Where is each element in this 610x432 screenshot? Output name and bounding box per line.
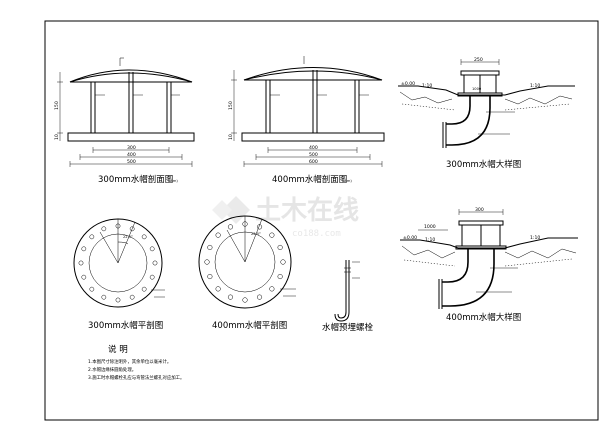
- bolt-hole: [141, 286, 147, 292]
- d400-title: 400mm水帽大样图: [446, 312, 521, 323]
- d300-dim-left: 1000: [472, 87, 482, 91]
- s400-dim-base: 10: [228, 134, 234, 140]
- bolt-hole: [256, 294, 263, 300]
- bolt-hole: [269, 232, 275, 238]
- d400-dim-top: 300: [475, 207, 484, 213]
- watermark-site: co188.com: [292, 229, 341, 239]
- section-400-view: 150 10 400 500 600 400mm水帽剖面图 (mm): [228, 56, 385, 185]
- drawing-border: [44, 20, 599, 421]
- notes-block: 说 明 1.本图尺寸除注明外，其余单位以毫米计。 2.水帽边缘抹圆角处理。 3.…: [88, 344, 184, 381]
- watermark-logo-icon: [212, 196, 250, 224]
- s300-title-unit: (mm): [168, 179, 178, 183]
- bolt-hole: [269, 286, 275, 292]
- bolt-hole: [277, 244, 283, 251]
- s300-dim-mid: 400: [127, 152, 136, 158]
- bolt-hole: [149, 274, 155, 280]
- p300-angle: 22.5°: [123, 235, 133, 239]
- bolt-hole: [152, 260, 158, 266]
- d300-flange: [457, 92, 503, 97]
- s300-title: 300mm水帽剖面图: [98, 174, 173, 185]
- d300-elbow-outer: [446, 96, 491, 146]
- s300-cap-top: [69, 69, 193, 83]
- bolt-hole: [207, 244, 213, 251]
- d400-slope-left: 1:10: [425, 237, 435, 243]
- d400-elev: ±0.00: [403, 235, 417, 241]
- bolt-hole: [207, 273, 213, 280]
- notes-heading: 说 明: [108, 344, 128, 355]
- bolt-hole: [115, 297, 121, 303]
- bolt-hole: [149, 246, 155, 252]
- s400-dim-height: 150: [228, 101, 234, 110]
- d300-ground-line: [398, 85, 575, 96]
- bolt-hole: [242, 221, 248, 227]
- d300-title: 300mm水帽大样图: [446, 159, 521, 170]
- s300-cap-under: [69, 72, 193, 83]
- bolt-hole: [242, 297, 248, 303]
- note-item-2: 2.水帽边缘抹圆角处理。: [88, 366, 136, 373]
- s400-base-plate: [241, 132, 385, 142]
- bolt-hole: [204, 259, 210, 265]
- bolt-hole: [115, 223, 121, 229]
- s400-title-unit: (mm): [342, 179, 352, 183]
- bolt-hole: [215, 286, 221, 292]
- bolt-hole: [101, 226, 107, 232]
- plan-300-view: 22.5° 300mm水帽平剖图: [73, 218, 165, 331]
- s400-dim-inner: 400: [309, 145, 318, 151]
- bolt-title: 水帽预埋螺栓: [322, 322, 374, 333]
- bolt-hole: [129, 226, 135, 232]
- watermark: 土木在线 co188.com: [212, 196, 359, 239]
- s300-dim-height: 150: [54, 101, 60, 110]
- p400-angle: 22.5°: [251, 232, 261, 236]
- bolt-hole: [227, 294, 234, 300]
- bolt-hole: [81, 246, 87, 252]
- d400-slope-right: 1:10: [530, 235, 540, 241]
- d300-dim-top: 250: [474, 57, 483, 63]
- bolt-hole: [141, 234, 147, 240]
- d300-slope-left: 1:10: [422, 83, 432, 89]
- s400-dim-mid: 500: [309, 152, 318, 158]
- d300-soil-hatch: [399, 91, 453, 104]
- d400-elbow-outer: [442, 249, 495, 307]
- detail-300-view: 250 ±0.00 1:10 1:10 1000 300mm水帽大样图: [398, 57, 575, 170]
- note-item-3: 3.施工时水帽螺栓孔应与弯管法兰螺孔对应加工。: [88, 374, 184, 381]
- anchor-bolt-view: 水帽预埋螺栓: [322, 260, 374, 333]
- bolt-hole: [129, 294, 135, 300]
- bolt-hole: [256, 224, 263, 230]
- watermark-brand: 土木在线: [255, 196, 359, 226]
- bolt-hole: [280, 259, 286, 265]
- s300-dim-outer: 500: [127, 159, 136, 165]
- s300-base-plate: [67, 132, 195, 142]
- p400-title: 400mm水帽平剖图: [212, 320, 287, 331]
- p300-bolt-holes: [78, 223, 158, 303]
- bolt-hole: [101, 294, 107, 300]
- bolt-hole: [89, 286, 95, 292]
- bolt-hole: [215, 232, 221, 238]
- d300-elbow-inner: [446, 96, 471, 125]
- bolt-hole: [78, 260, 84, 266]
- d400-flange: [455, 245, 507, 250]
- plan-400-view: 22.5° 400mm水帽平剖图: [198, 215, 296, 331]
- p400-bolt-holes: [204, 221, 286, 303]
- bolt-hole: [89, 234, 95, 240]
- d300-slope-right: 1:10: [530, 83, 540, 89]
- d400-ground-line: [400, 237, 578, 249]
- section-300-view: 150 10 300 400 500 300mm水帽剖面图 (mm): [54, 57, 195, 185]
- note-item-1: 1.本图尺寸除注明外，其余单位以毫米计。: [88, 358, 171, 365]
- s300-dim-base: 10: [54, 134, 60, 140]
- detail-400-view: 1000 300 ±0.00 1:10 1:10 400mm水帽大样图: [400, 207, 578, 323]
- s400-dim-outer: 600: [309, 159, 318, 165]
- s300-dim-inner: 300: [127, 145, 136, 151]
- d400-dim-left: 1000: [424, 224, 436, 230]
- bolt-hole: [81, 274, 87, 280]
- bolt-hole: [227, 224, 234, 230]
- p300-title: 300mm水帽平剖图: [88, 320, 163, 331]
- bolt-hole: [277, 273, 283, 280]
- d400-elbow-inner: [442, 249, 469, 283]
- s400-title: 400mm水帽剖面图: [272, 174, 347, 185]
- d300-elev: ±0.00: [401, 81, 415, 87]
